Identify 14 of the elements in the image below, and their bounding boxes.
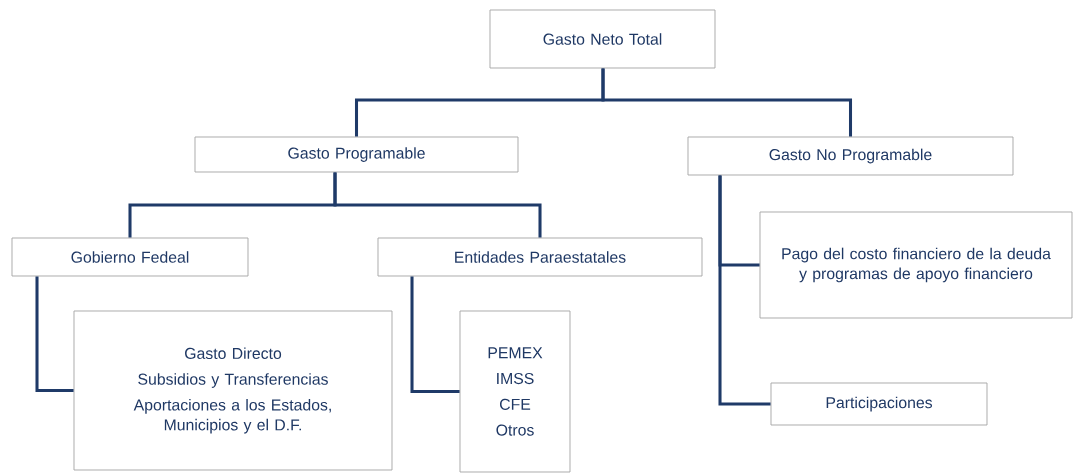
process-box: Participaciones — [770, 382, 988, 426]
connector-line — [35, 276, 74, 393]
connector-line — [601, 68, 853, 137]
connector-line — [410, 276, 460, 394]
process-box: Entidades Paraestatales — [377, 237, 703, 277]
connector-line — [718, 175, 771, 406]
process-box: Gobierno Fedeal — [11, 237, 249, 277]
list-box: PEMEX IMSS CFE Otros — [459, 310, 571, 473]
process-box: Gasto Neto Total — [489, 9, 716, 69]
process-box: Pago del costo financiero de la deuda y programas de apoyo financiero — [759, 211, 1073, 319]
list-box: Gasto Directo Subsidios y Transferencias Aportaciones a los Estados, Municipios y el D.F. — [73, 310, 393, 471]
process-box: Gasto No Programable — [687, 136, 1014, 176]
process-box: Gasto Programable — [194, 136, 519, 173]
connector-line — [333, 172, 542, 238]
